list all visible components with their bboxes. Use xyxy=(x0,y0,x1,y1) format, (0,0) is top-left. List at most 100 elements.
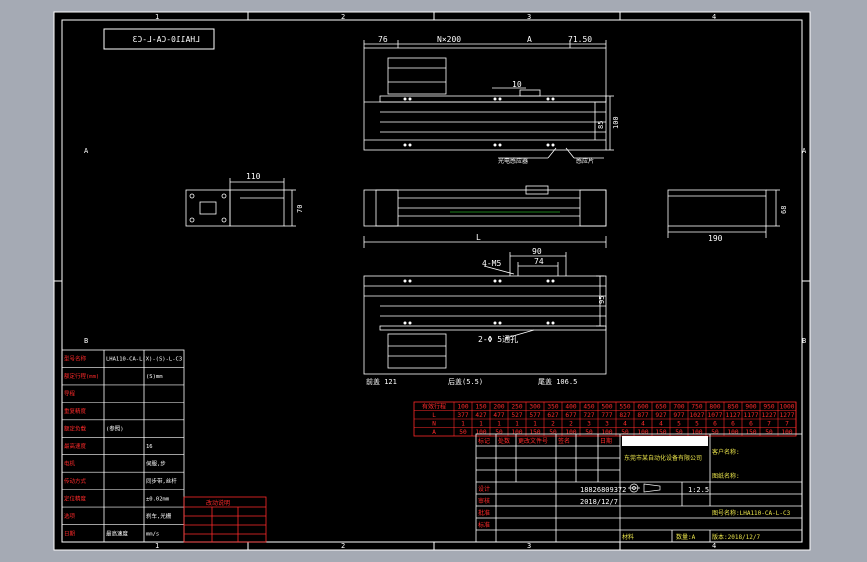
spec-label: 最高速度 xyxy=(64,442,87,450)
dim-a: A xyxy=(527,35,532,44)
revision-title: 改动说明 xyxy=(206,499,230,507)
stroke-cell-l: 927 xyxy=(655,412,666,419)
spec-label: 传动方式 xyxy=(64,477,87,485)
stroke-cell-a: 100 xyxy=(565,429,576,436)
stroke-cell-a: 150 xyxy=(529,429,540,436)
stroke-cell-l: 477 xyxy=(493,412,504,419)
stroke-row-header-l: L xyxy=(432,412,436,419)
dim-slot: 10 xyxy=(512,80,522,89)
stroke-cell-stroke: 600 xyxy=(637,404,648,411)
stroke-cell-a: 50 xyxy=(621,429,629,436)
stroke-cell-n: 1 xyxy=(515,421,519,428)
spec-unit: 16 xyxy=(146,444,153,450)
spec-label: 日期 xyxy=(64,530,76,537)
spec-unit: 同步带,丝杆 xyxy=(146,477,177,485)
stroke-row-header-n: N xyxy=(432,421,436,428)
stroke-cell-l: 977 xyxy=(673,412,684,419)
stroke-cell-a: 50 xyxy=(459,429,467,436)
designer-label: 设计 xyxy=(478,485,490,493)
stroke-cell-n: 1 xyxy=(497,421,501,428)
stroke-cell-l: 1077 xyxy=(708,412,723,419)
stroke-cell-a: 100 xyxy=(601,429,612,436)
stroke-cell-l: 377 xyxy=(457,412,468,419)
stroke-cell-l: 777 xyxy=(601,412,612,419)
material-label: 数量:A xyxy=(676,533,696,541)
spec-label: 型号名称 xyxy=(64,355,87,363)
stroke-cell-n: 6 xyxy=(731,421,735,428)
hdr-date: 日期 xyxy=(600,437,612,445)
checker-label: 审核 xyxy=(478,497,490,505)
spec-label: 电机 xyxy=(64,459,76,467)
stroke-cell-a: 50 xyxy=(495,429,503,436)
stroke-cell-stroke: 850 xyxy=(727,404,738,411)
col-label: 3 xyxy=(527,13,531,21)
spec-unit: 刹车,光栅 xyxy=(146,512,172,520)
title-block xyxy=(475,433,803,543)
revision-box xyxy=(183,496,267,543)
stroke-cell-l: 427 xyxy=(475,412,486,419)
stroke-cell-stroke: 250 xyxy=(511,404,522,411)
stroke-cell-l: 1277 xyxy=(780,412,795,419)
stroke-cell-a: 50 xyxy=(765,429,773,436)
spec-unit: mm/s xyxy=(146,531,159,537)
project-label: 客户名称: xyxy=(712,448,740,456)
stroke-cell-n: 2 xyxy=(551,421,555,428)
label-rear-cover: 后盖(5.5) xyxy=(448,377,483,386)
callout-sensor: 光电感应器 xyxy=(498,157,528,165)
dim-left: 76 xyxy=(378,35,388,44)
stroke-cell-l: 1027 xyxy=(690,412,705,419)
spec-label: 选项 xyxy=(64,512,76,520)
stroke-cell-a: 50 xyxy=(549,429,557,436)
unit-label: 材料 xyxy=(622,533,634,541)
spec-table xyxy=(61,349,185,543)
dim-74: 74 xyxy=(534,257,544,266)
spec-value: 最高速度 xyxy=(106,529,129,537)
row-label: A xyxy=(84,147,89,155)
holes-4: 4-M5 xyxy=(482,259,501,268)
date: 2018/12/7 xyxy=(580,498,618,506)
stroke-cell-n: 1 xyxy=(461,421,465,428)
hdr-count: 处数 xyxy=(498,437,510,445)
front-view-dims: 76 N×200 A 71.50 10 85 100 光电感应器 感应片 xyxy=(378,35,620,165)
hdr-file: 更改文件号 xyxy=(518,437,548,445)
stroke-cell-l: 527 xyxy=(511,412,522,419)
stroke-cell-n: 5 xyxy=(695,421,699,428)
spec-unit: 伺服,步 xyxy=(146,459,166,467)
right-view xyxy=(667,189,780,238)
stroke-cell-l: 1127 xyxy=(726,412,741,419)
spec-unit: ±0.02mm xyxy=(146,496,170,502)
right-view-dims: 190 68 xyxy=(708,206,788,243)
stroke-cell-n: 3 xyxy=(605,421,609,428)
col-label: 1 xyxy=(155,542,159,550)
stroke-row-header-a: A xyxy=(432,429,436,436)
spec-unit: (S)mm xyxy=(146,374,163,380)
col-label: 2 xyxy=(341,542,345,550)
row-label: B xyxy=(802,337,806,345)
stroke-cell-a: 50 xyxy=(585,429,593,436)
holes-2: 2-Φ 5通孔 xyxy=(478,334,518,344)
dim-height: 70 xyxy=(296,205,304,213)
col-label: 4 xyxy=(712,542,716,550)
stroke-cell-n: 5 xyxy=(677,421,681,428)
label-front-cover: 前盖 121 xyxy=(366,377,397,386)
border-ticks xyxy=(54,12,810,550)
stroke-cell-l: 877 xyxy=(637,412,648,419)
stroke-row-header-stroke: 有效行程 xyxy=(422,403,446,411)
stroke-cell-n: 4 xyxy=(659,421,663,428)
stroke-cell-stroke: 1000 xyxy=(780,404,795,411)
label-tail-cover: 尾盖 106.5 xyxy=(538,377,577,386)
stroke-cell-l: 1227 xyxy=(762,412,777,419)
projection-symbol-icon xyxy=(628,483,661,493)
spec-value: (参照) xyxy=(106,425,124,433)
top-view xyxy=(363,252,607,375)
approver-label: 批准 xyxy=(478,509,490,517)
stroke-cell-n: 1 xyxy=(479,421,483,428)
spec-label: 重复精度 xyxy=(64,407,87,415)
stroke-cell-stroke: 400 xyxy=(565,404,576,411)
standard-label: 标准 xyxy=(478,521,490,529)
dim-height: 68 xyxy=(780,206,788,214)
spec-value: LHA110-CA-L(X)-(S)-L-C3 xyxy=(106,357,182,363)
stroke-cell-l: 577 xyxy=(529,412,540,419)
dim-h2: 100 xyxy=(612,116,620,129)
